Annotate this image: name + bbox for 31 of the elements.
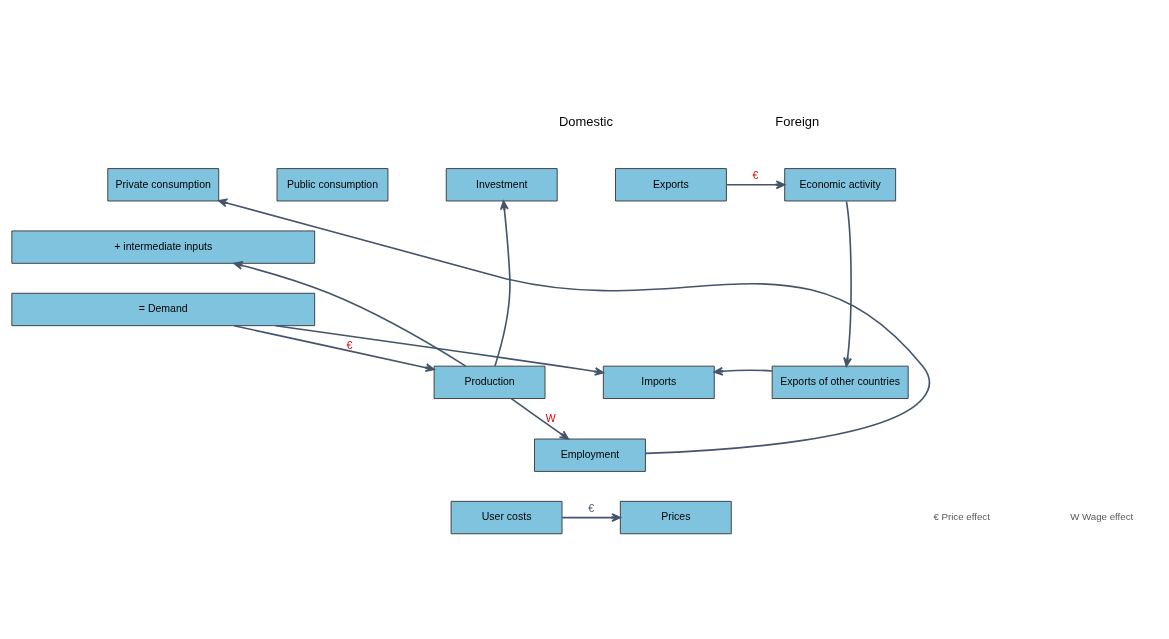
- arrow: [713, 366, 773, 376]
- arrow: [494, 199, 511, 367]
- node-box: + intermediate inputs: [11, 229, 316, 264]
- node-box: Private consumption: [107, 167, 220, 201]
- node-box: Production: [433, 365, 546, 399]
- arrow: [725, 179, 786, 189]
- node-box: Employment: [534, 438, 646, 472]
- node-box: User costs: [450, 500, 563, 534]
- arrow: [233, 324, 435, 372]
- edge-label: €: [346, 338, 353, 351]
- edge-label: €: [588, 501, 595, 514]
- arrow: [233, 260, 467, 367]
- arrow: [510, 397, 570, 440]
- legend-label: € Price effect: [933, 510, 990, 522]
- arrow: [561, 512, 621, 522]
- node-box: Exports of other countries: [771, 365, 909, 399]
- node-box: Economic activity: [784, 167, 897, 201]
- node-box: Prices: [619, 500, 732, 534]
- edge-label: €: [752, 168, 759, 181]
- node-box: Investment: [445, 167, 558, 201]
- label: Foreign: [775, 113, 820, 129]
- arrow: [274, 324, 604, 376]
- arrow: [217, 198, 931, 454]
- legend-label: W Wage effect: [1070, 510, 1134, 522]
- edge-label: W: [545, 411, 556, 424]
- arrow: [843, 200, 852, 367]
- node-box: = Demand: [11, 292, 316, 326]
- node-box: Imports: [602, 365, 715, 399]
- node-box: Public consumption: [276, 167, 389, 201]
- label: Domestic: [558, 113, 613, 129]
- node-box: Exports: [615, 167, 727, 201]
